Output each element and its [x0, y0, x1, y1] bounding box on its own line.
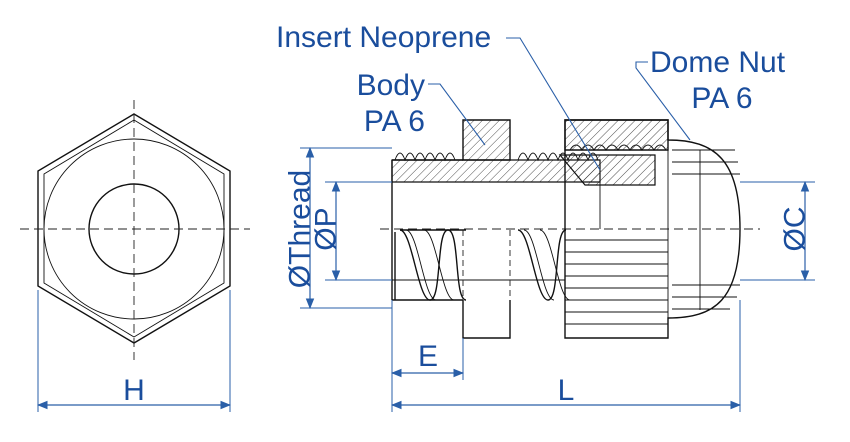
insert-neoprene-label: Insert Neoprene [276, 21, 491, 54]
lower-thread-coils-right [517, 229, 571, 301]
inner-bore-upper [392, 181, 601, 229]
insert-leader [506, 37, 601, 171]
l-label: L [558, 374, 575, 407]
h-label: H [123, 374, 145, 407]
dome-nut-outline [564, 119, 741, 339]
insert-section [558, 154, 656, 186]
dome-cap-flutes [672, 149, 740, 310]
thread-diameter-label: ØThread [284, 170, 317, 288]
c-diameter-label: ØC [779, 207, 812, 252]
body-label-line1: Body [357, 69, 425, 102]
dome-nut-knurl [565, 239, 668, 325]
body-collar-section [462, 119, 511, 161]
lower-thread-coils-left [394, 229, 467, 301]
gland-side-view [300, 37, 815, 412]
dome-nut-upper-section [564, 119, 669, 151]
body-collar-lower [462, 300, 511, 339]
p-diameter-label: ØP [310, 207, 343, 250]
dome-nut-leader [635, 61, 691, 141]
dome-nut-label-line2: PA 6 [691, 82, 752, 115]
hex-end-view [20, 100, 250, 412]
body-label-line2: PA 6 [364, 105, 425, 138]
e-label: E [418, 340, 438, 373]
dome-nut-label-line1: Dome Nut [650, 46, 786, 79]
hex-inner-chamfer [43, 119, 225, 338]
body-leader [428, 83, 486, 146]
